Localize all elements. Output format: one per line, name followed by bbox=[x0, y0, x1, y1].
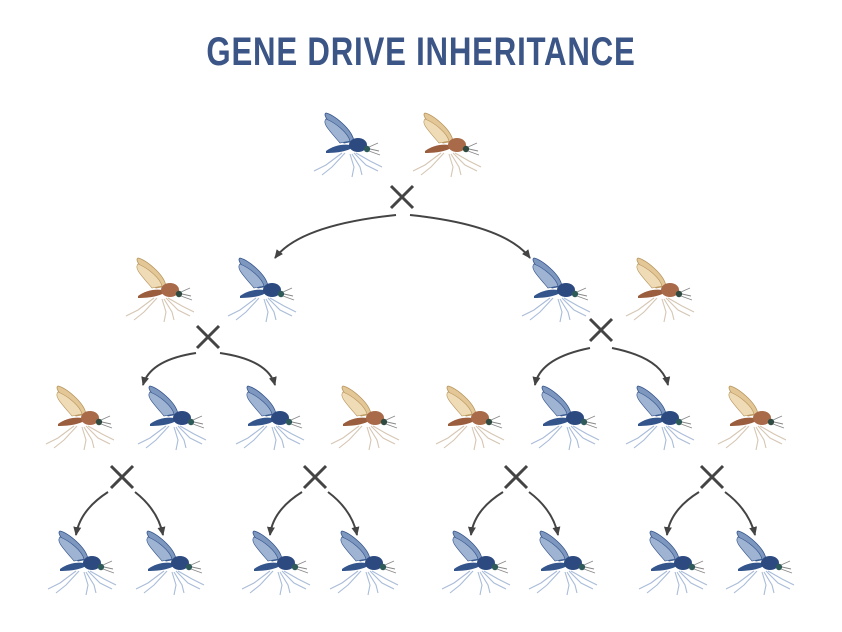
gene-drive-mosquito-icon bbox=[530, 385, 600, 451]
gene-drive-mosquito-icon bbox=[235, 385, 305, 451]
cross-icon bbox=[503, 464, 529, 490]
wild-type-mosquito-icon bbox=[125, 257, 195, 323]
inheritance-arrow bbox=[134, 491, 166, 536]
cross-icon bbox=[302, 464, 328, 490]
gene-drive-mosquito-icon bbox=[329, 530, 399, 596]
inheritance-arrow bbox=[528, 491, 561, 536]
inheritance-arrow bbox=[327, 491, 360, 536]
gene-drive-mosquito-icon bbox=[227, 257, 297, 323]
arrows-layer bbox=[73, 214, 758, 536]
inheritance-arrow bbox=[663, 491, 700, 536]
gene-drive-mosquito-icon bbox=[47, 530, 117, 596]
gene-drive-mosquito-icon bbox=[725, 530, 795, 596]
inheritance-arrow bbox=[611, 347, 671, 386]
inheritance-arrow bbox=[724, 491, 758, 536]
gene-drive-mosquito-icon bbox=[137, 385, 207, 451]
gene-drive-mosquito-icon bbox=[638, 530, 708, 596]
gene-drive-mosquito-icon bbox=[528, 530, 598, 596]
inheritance-arrow bbox=[266, 491, 303, 536]
gene-drive-mosquito-icon bbox=[521, 257, 591, 323]
wild-type-mosquito-icon bbox=[45, 385, 115, 451]
cross-icon bbox=[389, 184, 415, 210]
wild-type-mosquito-icon bbox=[330, 385, 400, 451]
wild-type-mosquito-icon bbox=[435, 385, 505, 451]
inheritance-arrow bbox=[73, 491, 109, 536]
gene-drive-mosquito-icon bbox=[441, 530, 511, 596]
wild-type-mosquito-icon bbox=[412, 112, 482, 178]
cross-icon bbox=[195, 324, 221, 350]
cross-icon bbox=[109, 464, 135, 490]
crosses-layer bbox=[109, 184, 725, 490]
wild-type-mosquito-icon bbox=[625, 257, 695, 323]
gene-drive-mosquito-icon bbox=[135, 530, 205, 596]
inheritance-arrow bbox=[274, 214, 397, 259]
gene-drive-mosquito-icon bbox=[625, 385, 695, 451]
cross-icon bbox=[588, 317, 614, 343]
wild-type-mosquito-icon bbox=[717, 385, 787, 451]
inheritance-arrow bbox=[141, 352, 197, 386]
inheritance-arrow bbox=[409, 214, 531, 259]
gene-drive-mosquito-icon bbox=[241, 530, 311, 596]
inheritance-arrow bbox=[467, 491, 504, 536]
inheritance-arrow bbox=[532, 347, 591, 386]
inheritance-arrow bbox=[219, 352, 277, 386]
cross-icon bbox=[699, 464, 725, 490]
diagram-title: GENE DRIVE INHERITANCE bbox=[206, 30, 636, 74]
gene-drive-mosquito-icon bbox=[313, 112, 383, 178]
